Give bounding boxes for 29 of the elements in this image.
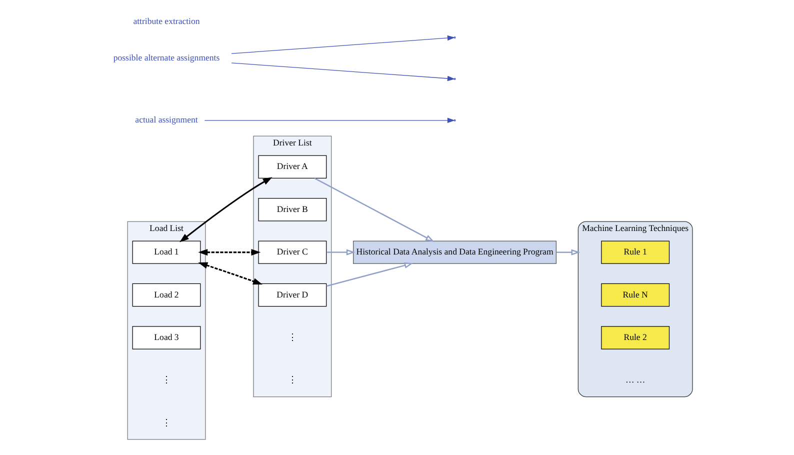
label: ⋮ xyxy=(288,332,297,342)
node-box: Driver B xyxy=(258,198,327,222)
node-box: Historical Data Analysis and Data Engineering Program xyxy=(353,240,557,264)
arrow xyxy=(204,118,455,124)
arrow xyxy=(326,249,356,256)
node-box: Driver C xyxy=(258,240,327,264)
node-text: actual assignment xyxy=(135,114,198,125)
arrow xyxy=(231,62,455,82)
arrow xyxy=(198,262,262,284)
node-box: Load 1 xyxy=(132,240,201,264)
label: ⋮ xyxy=(162,374,172,385)
label: attribute extraction xyxy=(133,16,200,26)
node-box: Rule 1 xyxy=(601,240,670,264)
node-box: Load 2 xyxy=(132,283,201,307)
node-text: possible alternate assignments xyxy=(113,52,220,63)
arrow xyxy=(231,35,455,54)
arrow xyxy=(326,262,414,287)
label: … … xyxy=(625,374,646,385)
node-box: Load 3 xyxy=(132,326,201,350)
node-box: Rule 2 xyxy=(601,326,670,350)
arrow xyxy=(180,177,272,242)
arrow xyxy=(556,249,580,256)
arrow xyxy=(198,249,261,256)
label: ⋮ xyxy=(162,417,172,428)
arrow xyxy=(314,178,434,242)
label: ⋮ xyxy=(288,374,297,385)
node-box: Rule N xyxy=(601,283,670,307)
node-box: Driver D xyxy=(258,283,327,307)
node-box: Driver A xyxy=(258,155,327,179)
